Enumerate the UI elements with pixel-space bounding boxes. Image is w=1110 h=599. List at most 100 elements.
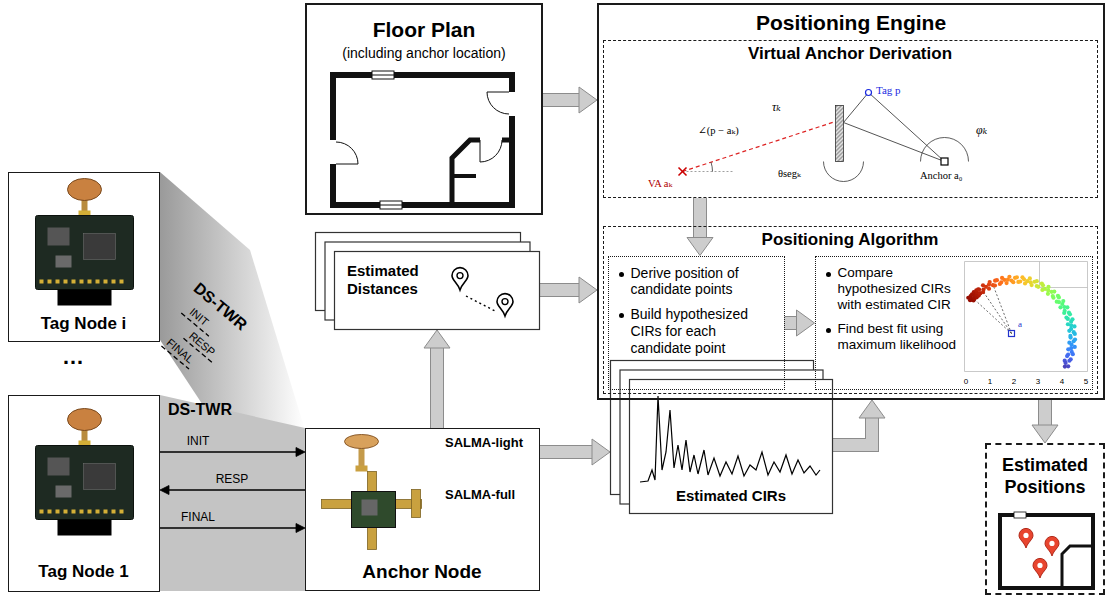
candidate-point: [1067, 312, 1071, 316]
distance-line: [466, 296, 497, 312]
tag-node-box: Tag Node i: [8, 172, 160, 342]
rf-connector: [412, 490, 421, 518]
chip: [84, 234, 116, 260]
pin-hole: [1037, 563, 1042, 568]
illustration-group: [611, 361, 833, 514]
candidate-point: [1062, 364, 1066, 368]
radio-beam: [160, 395, 305, 591]
rf-connector: [368, 472, 377, 492]
rf-connector: [322, 500, 352, 509]
pcb-board: [36, 446, 134, 520]
candidate-point: [1036, 284, 1040, 288]
arrow-shaft: [160, 527, 296, 528]
antenna-patch: [68, 409, 102, 431]
candidate-point: [1014, 275, 1018, 279]
position-pin: [1019, 528, 1033, 548]
door-swing: [487, 92, 509, 114]
message-arrow: [160, 486, 305, 495]
candidate-point: [1027, 276, 1031, 280]
candidate-point: [1065, 316, 1069, 320]
axis-tick: 0: [964, 377, 968, 386]
message-label: INIT: [187, 306, 211, 329]
arrow-head: [160, 486, 169, 495]
flow-arrow: [540, 277, 597, 303]
illustration-group: [322, 435, 422, 550]
candidate-point: [1034, 279, 1038, 283]
box-title: Positioning Algorithm: [604, 230, 1096, 250]
bullet-list: Derive position of candidate pointsBuild…: [609, 257, 783, 357]
flow-arrow: [1032, 400, 1058, 443]
candidate-point: [1052, 289, 1056, 293]
cir-waveform: [640, 396, 820, 482]
card-stack: Estimated Distances: [315, 232, 540, 330]
arrow-shaft: [169, 489, 305, 490]
candidate-point: [1011, 280, 1015, 284]
chip: [48, 228, 70, 246]
axis-tick: 2: [1012, 377, 1016, 386]
pin-hole: [457, 273, 463, 279]
window: [1014, 512, 1026, 518]
candidate-point: [1066, 347, 1070, 351]
protocol-label: DS-TWR: [168, 401, 232, 419]
leader-line: [992, 283, 1011, 333]
door-swing: [336, 142, 358, 164]
header-pin: [48, 510, 52, 514]
window-pane: [380, 205, 402, 206]
arrow-outline: [693, 198, 707, 238]
header-pin: [88, 280, 92, 284]
figure-label: VA aₖ: [648, 178, 672, 190]
figure-label: φₖ: [976, 124, 987, 138]
leader-line: [974, 299, 1011, 333]
header-pin: [40, 280, 44, 284]
box-title: Tag Node 1: [9, 562, 158, 582]
image-path: [683, 122, 836, 172]
arrow-shaft: [160, 451, 296, 452]
pin-hole: [1023, 533, 1028, 538]
arrow-shaft: [431, 348, 443, 428]
window: [380, 201, 402, 209]
dashed-section: Virtual Anchor Derivation: [603, 40, 1098, 198]
box-title: Tag Node i: [9, 314, 158, 334]
bullet-item: Find best fit using maximum likelihood: [824, 321, 962, 353]
candidate-point: [1029, 282, 1033, 286]
illustration-group: [1000, 512, 1093, 588]
antenna-patch: [68, 179, 102, 201]
wall: [1062, 546, 1093, 588]
arrow-shaft: [540, 284, 579, 296]
position-pin: [1033, 558, 1047, 578]
candidate-point: [1063, 360, 1067, 364]
board-base: [58, 520, 112, 536]
chip: [362, 500, 378, 516]
window-pane: [372, 75, 394, 76]
illustration-group: [329, 71, 516, 209]
flow-arrow: [424, 330, 450, 428]
arrow-outline: [543, 93, 579, 107]
box-title: Estimated Distances: [347, 262, 447, 298]
message-label: FINAL: [164, 337, 196, 367]
protocol-label: DS-TWR: [190, 279, 251, 334]
arrow-shaft: [1039, 400, 1051, 425]
box-text: SALMA-light: [445, 435, 535, 451]
antenna-disc: [345, 435, 379, 449]
floor-outline: [964, 261, 1087, 371]
window: [372, 71, 394, 79]
header-pin: [104, 510, 108, 514]
chip: [84, 464, 116, 490]
dashed-section: Positioning AlgorithmDerive position of …: [603, 226, 1098, 394]
candidate-point: [1046, 284, 1050, 288]
bullet-box: Derive position of candidate pointsBuild…: [608, 256, 785, 390]
engine-panel: Positioning EngineVirtual Anchor Derivat…: [597, 3, 1105, 400]
wall: [452, 140, 512, 205]
chip: [56, 486, 72, 498]
arrow-outline: [540, 283, 579, 297]
door-opening: [508, 92, 516, 116]
flow-arrow: [785, 310, 815, 336]
reference-line: [683, 171, 735, 172]
pcb-board: [352, 492, 396, 528]
header-pin: [64, 510, 68, 514]
arrow-head: [424, 330, 450, 348]
location-pin: [497, 294, 513, 316]
candidate-point: [1072, 324, 1076, 328]
reflected-path: [844, 93, 869, 123]
header-pin: [104, 280, 108, 284]
